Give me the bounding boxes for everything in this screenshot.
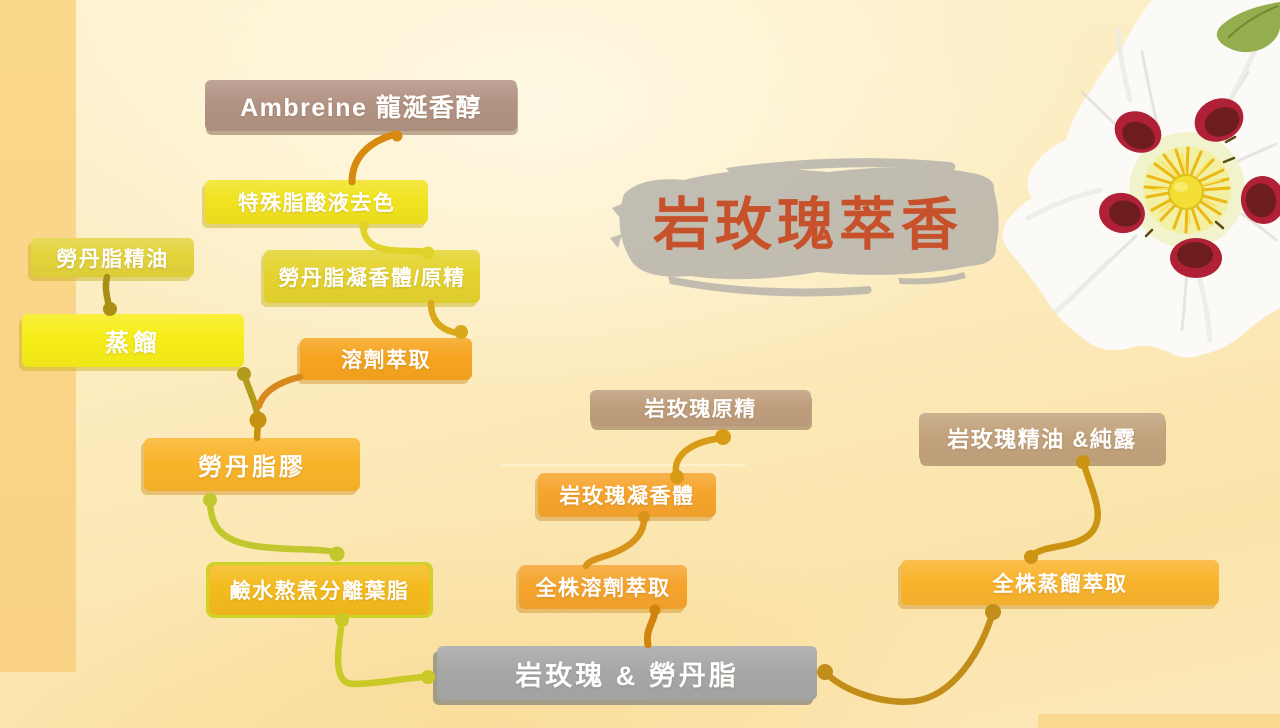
- node-ambreine: Ambreine 龍涎香醇: [205, 80, 517, 131]
- edge-oil-distillation: [102, 273, 113, 312]
- edge-wholesolvent-final: [643, 605, 659, 649]
- node-rockrose-oil-hydrosol: 岩玫瑰精油 &純露: [919, 413, 1165, 462]
- node-rockrose-absolute: 岩玫瑰原精: [590, 390, 811, 426]
- edge-join-stem: [253, 416, 262, 442]
- node-lye-boil-separation: 鹼水熬煮分離葉脂: [206, 562, 433, 618]
- edge-oilhydrosol-wholedistill: [1029, 458, 1101, 559]
- background-faint-line: [500, 464, 746, 466]
- edge-decolor-concrete: [359, 220, 432, 256]
- edge-dot: [985, 604, 1001, 620]
- edge-concrete-solvent: [427, 299, 462, 337]
- node-labdanum-gum: 勞丹脂膠: [144, 438, 360, 491]
- edge-dot: [237, 367, 251, 381]
- edge-dot: [817, 664, 833, 680]
- background-bottom-right-band: [1038, 714, 1280, 728]
- brush-stroke: [610, 158, 999, 297]
- node-whole-plant-distill: 全株蒸餾萃取: [901, 560, 1219, 605]
- node-labdanum-concrete: 勞丹脂凝香體/原精: [264, 250, 480, 303]
- edge-dot: [249, 411, 267, 429]
- edge-lye-final: [334, 616, 430, 688]
- edge-dot: [391, 130, 403, 142]
- edge-wholedistill-final: [823, 608, 997, 705]
- cistus-flower-image: [1002, 0, 1280, 358]
- node-rockrose-concrete: 岩玫瑰凝香體: [538, 473, 716, 517]
- node-solvent-extraction: 溶劑萃取: [300, 338, 472, 380]
- node-labdanum-essential-oil: 勞丹脂精油: [31, 238, 194, 277]
- edge-ambreine-decolor: [348, 130, 400, 186]
- edge-absolute-concrete: [672, 434, 726, 481]
- node-distillation: 蒸餾: [22, 314, 244, 367]
- edge-distillation-gum: [240, 371, 262, 422]
- page-title: 岩玫瑰萃香: [653, 194, 963, 257]
- edge-dot: [203, 493, 217, 507]
- edge-solvent-gum: [255, 373, 304, 410]
- edge-dot: [329, 546, 345, 562]
- edge-dot: [715, 429, 731, 445]
- node-special-acid-decolor: 特殊脂酸液去色: [205, 180, 428, 224]
- edge-gum-lye: [206, 496, 340, 557]
- edge-dot: [454, 325, 468, 339]
- edge-concrete-wholesolvent: [582, 513, 648, 570]
- node-rockrose-and-labdanum: 岩玫瑰 & 勞丹脂: [437, 646, 817, 700]
- node-whole-plant-solvent: 全株溶劑萃取: [519, 565, 687, 609]
- edge-dot: [421, 670, 435, 684]
